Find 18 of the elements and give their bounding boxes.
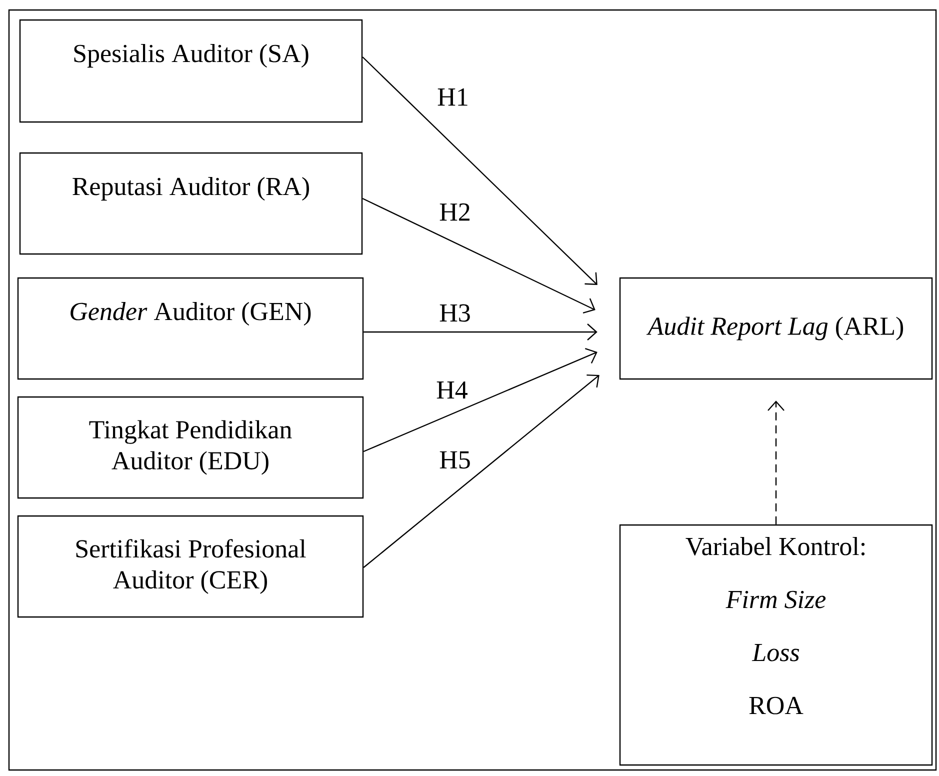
arrow bbox=[362, 198, 596, 314]
variable-box: Variabel Kontrol: Firm Size Loss ROA bbox=[619, 524, 933, 766]
arrow bbox=[362, 56, 598, 285]
variable-box: Audit Report Lag (ARL) bbox=[619, 277, 933, 380]
edge-label: H5 bbox=[438, 450, 472, 470]
arrow bbox=[768, 400, 784, 524]
arrow bbox=[363, 348, 598, 452]
edge-label: H1 bbox=[436, 87, 470, 107]
arrow bbox=[363, 374, 600, 568]
edge-label: H2 bbox=[438, 202, 472, 222]
variable-box: Gender Auditor (GEN) bbox=[17, 277, 364, 380]
edge-label: H4 bbox=[435, 380, 469, 400]
variable-box: Tingkat Pendidikan Auditor (EDU) bbox=[17, 396, 364, 499]
variable-box: Reputasi Auditor (RA) bbox=[19, 152, 363, 255]
variable-box: Spesialis Auditor (SA) bbox=[19, 19, 363, 123]
variable-box: Sertifikasi Profesional Auditor (CER) bbox=[17, 515, 364, 618]
edge-label: H3 bbox=[438, 303, 472, 323]
arrow bbox=[364, 324, 598, 340]
